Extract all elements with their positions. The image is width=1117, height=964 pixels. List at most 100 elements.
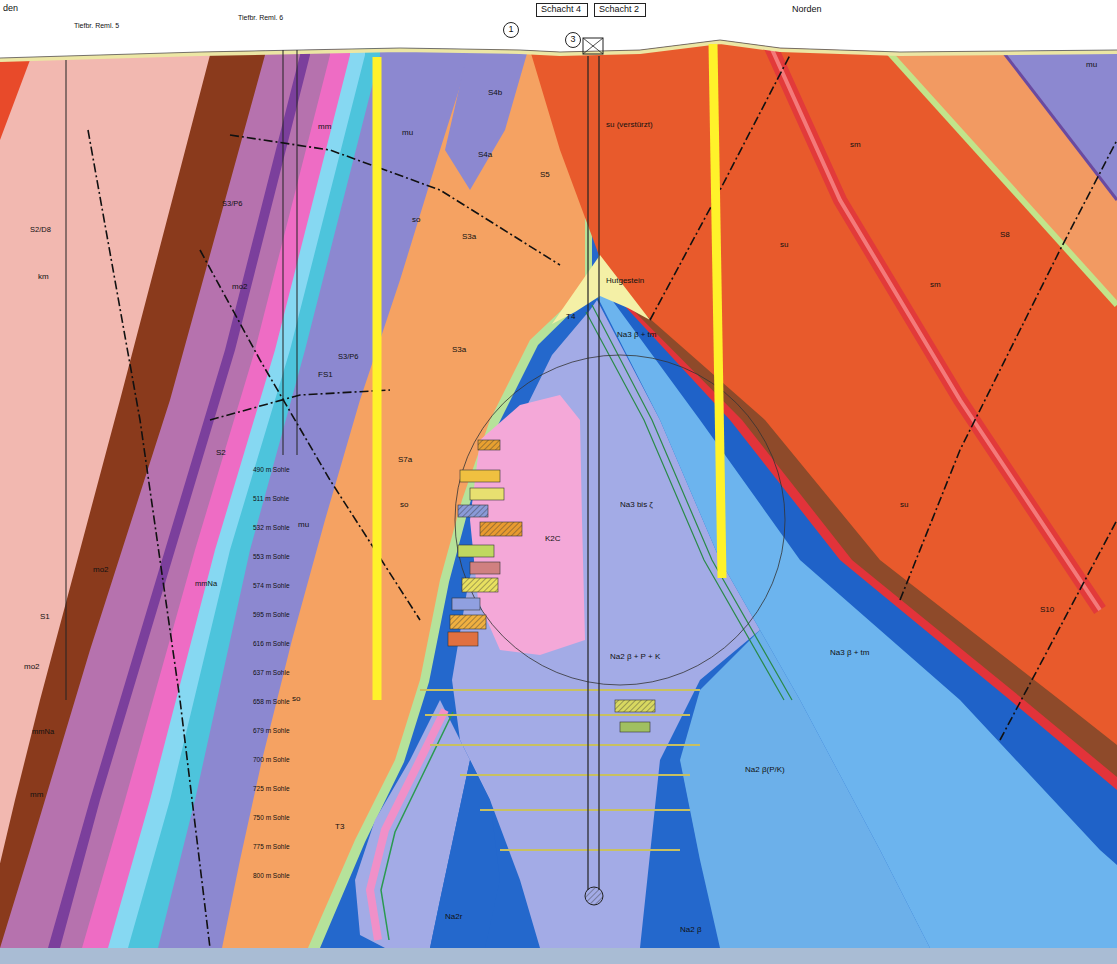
salt-marker-line bbox=[586, 312, 784, 700]
headframe bbox=[583, 38, 603, 54]
map-label: S7a bbox=[398, 455, 412, 464]
level-label: 616 m Sohle bbox=[253, 640, 290, 647]
mu-lens bbox=[445, 50, 528, 190]
map-label: S1 bbox=[40, 612, 50, 621]
mine-chamber bbox=[620, 722, 650, 732]
highlight-line bbox=[713, 44, 722, 578]
mine-level bbox=[480, 809, 690, 811]
mine-chamber bbox=[480, 522, 522, 536]
level-label: 532 m Sohle bbox=[253, 524, 290, 531]
mine-chamber bbox=[450, 615, 486, 629]
borehole bbox=[283, 50, 284, 455]
shaft-line bbox=[587, 56, 588, 890]
zone-circle bbox=[455, 355, 785, 685]
mm-cyan-layer bbox=[128, 0, 1117, 948]
mm-lightblue-layer bbox=[108, 0, 1117, 948]
headframe-strut bbox=[583, 38, 603, 54]
map-label: Norden bbox=[792, 4, 822, 14]
chamber-hatching bbox=[450, 440, 655, 712]
mine-level bbox=[430, 744, 700, 746]
mine-chamber bbox=[615, 700, 655, 712]
map-label: Na2 β bbox=[680, 925, 702, 934]
fault-line bbox=[200, 250, 420, 620]
map-label: S2/D8 bbox=[30, 226, 51, 235]
hatch-fill bbox=[615, 700, 655, 712]
map-label: mmNa bbox=[195, 580, 217, 589]
map-label: Na3 bis ζ bbox=[620, 500, 653, 509]
paper-above-surface bbox=[0, 0, 1117, 58]
hatch-fill bbox=[458, 505, 488, 517]
surface-line bbox=[0, 40, 1117, 58]
fault-line bbox=[1000, 520, 1117, 740]
salt-marker-line bbox=[592, 305, 792, 700]
mine-level bbox=[425, 714, 690, 716]
map-label: so bbox=[292, 694, 300, 703]
map-label: S3a bbox=[452, 345, 466, 354]
level-label: 725 m Sohle bbox=[253, 785, 290, 792]
map-label: FS1 bbox=[318, 370, 333, 379]
map-label: S3/P6 bbox=[222, 200, 242, 209]
fault-line bbox=[210, 390, 390, 420]
map-label: T4 bbox=[566, 312, 575, 321]
so-layer bbox=[222, 0, 1117, 948]
hatch-fill bbox=[480, 522, 522, 536]
shaft-name: Schacht 2 bbox=[599, 4, 639, 14]
shaft-name: Schacht 4 bbox=[541, 4, 581, 14]
map-label: mm bbox=[318, 122, 331, 131]
map-label: so bbox=[412, 215, 420, 224]
level-label: 490 m Sohle bbox=[253, 466, 290, 473]
mauve-layer bbox=[60, 0, 1117, 948]
mu-layer bbox=[158, 0, 1117, 948]
map-label: su (verstürzt) bbox=[606, 120, 654, 129]
map-label: Na3 β + tm bbox=[617, 330, 657, 339]
callout-number: 1 bbox=[508, 25, 513, 35]
map-label: Tiefbr. Reml. 5 bbox=[74, 22, 119, 30]
mine-chamber bbox=[458, 505, 488, 517]
headframe-strut bbox=[583, 38, 603, 54]
su-layer bbox=[530, 0, 1117, 745]
callout-number: 3 bbox=[570, 35, 575, 45]
map-label: mm bbox=[30, 790, 43, 799]
map-label: sm bbox=[930, 280, 941, 289]
mine-chamber bbox=[452, 598, 480, 610]
map-label: S4b bbox=[488, 88, 502, 97]
soil-strip bbox=[0, 42, 1117, 60]
map-label: sm bbox=[850, 140, 861, 149]
map-label: S8 bbox=[1000, 230, 1010, 239]
shaft-line bbox=[598, 56, 599, 890]
shaft-label-box: Schacht 2 bbox=[594, 3, 646, 17]
level-label: 700 m Sohle bbox=[253, 756, 290, 763]
map-label: mmNa bbox=[32, 728, 54, 737]
map-label: S4a bbox=[478, 150, 492, 159]
map-label: S3/P6 bbox=[338, 353, 358, 362]
purple-stripe bbox=[48, 0, 1117, 948]
hutgestein-caprock bbox=[552, 255, 650, 324]
fault-line bbox=[230, 135, 560, 265]
purple-marker-line bbox=[1000, 48, 1117, 200]
mine-chamber bbox=[470, 562, 500, 574]
borehole bbox=[66, 60, 67, 700]
level-label: 637 m Sohle bbox=[253, 669, 290, 676]
fault-line bbox=[88, 130, 210, 948]
map-label: mo2 bbox=[93, 565, 109, 574]
level-label: 679 m Sohle bbox=[253, 727, 290, 734]
map-label: Na2 β(P/K) bbox=[745, 765, 785, 774]
map-label: mu bbox=[402, 128, 413, 137]
map-label: T3 bbox=[335, 822, 344, 831]
shaft-sump bbox=[585, 887, 603, 905]
mine-chamber bbox=[458, 545, 494, 557]
sm-red-band bbox=[770, 45, 1100, 610]
mine-chamber bbox=[470, 488, 504, 500]
level-label: 658 m Sohle bbox=[253, 698, 290, 705]
callout-circle: 1 bbox=[503, 22, 519, 38]
mine-level bbox=[460, 774, 690, 776]
mine-chamber bbox=[448, 632, 478, 646]
level-label: 595 m Sohle bbox=[253, 611, 290, 618]
map-label: so bbox=[400, 500, 408, 509]
hatch-fill bbox=[462, 578, 498, 592]
